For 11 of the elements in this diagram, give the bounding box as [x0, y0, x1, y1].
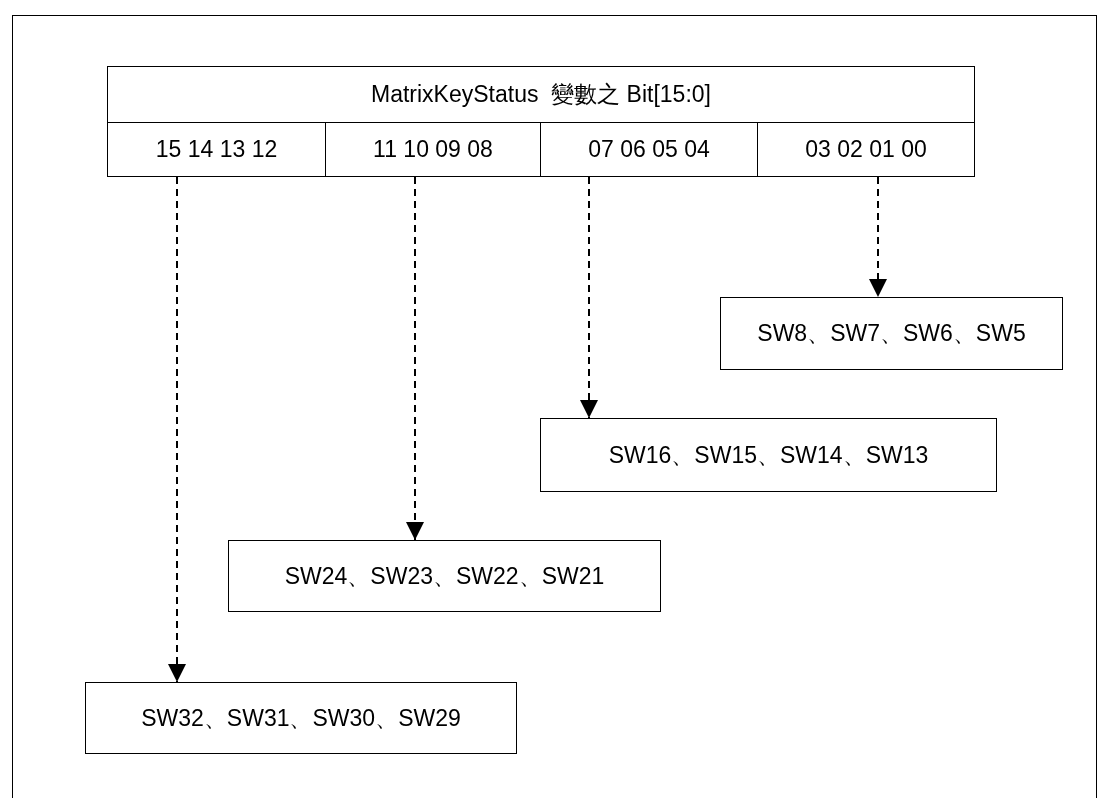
bit-cell: 15 14 13 12 [107, 122, 326, 177]
header-cell: MatrixKeyStatus 變數之 Bit[15:0] [107, 66, 975, 123]
arrow [869, 176, 887, 298]
switch-box: SW16、SW15、SW14、SW13 [540, 418, 997, 492]
bit-cell: 03 02 01 00 [757, 122, 975, 177]
arrow [168, 176, 186, 683]
switch-box: SW24、SW23、SW22、SW21 [228, 540, 661, 612]
arrow [406, 176, 424, 541]
arrow [580, 176, 598, 419]
switch-box: SW8、SW7、SW6、SW5 [720, 297, 1063, 370]
switch-box: SW32、SW31、SW30、SW29 [85, 682, 517, 754]
